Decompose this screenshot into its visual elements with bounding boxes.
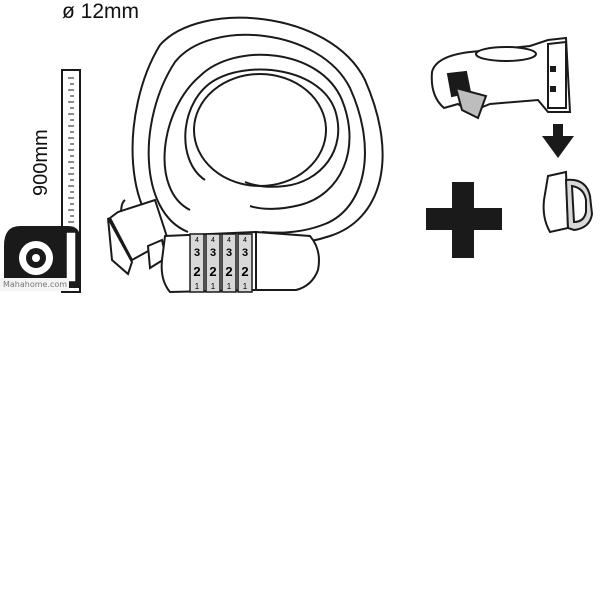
dial-3-main: 2	[225, 264, 232, 279]
dial-3-middle: 3	[226, 247, 232, 259]
dial-2-bottom: 1	[211, 282, 216, 291]
diameter-label: ø 12mm	[62, 0, 140, 23]
combination-dials: 4 3 2 1 4 3 2 1 4 3 2 1 4 3 2 1	[189, 233, 253, 293]
dial-2-middle: 3	[210, 247, 216, 259]
dial-1-main: 2	[193, 264, 200, 279]
dial-4-middle: 3	[242, 247, 248, 259]
dial-1-middle: 3	[194, 247, 200, 259]
dial-3: 4 3 2 1	[221, 233, 237, 293]
length-label: 900mm	[30, 129, 52, 196]
watermark: Mahahome.com	[0, 278, 69, 291]
dial-4-bottom: 1	[243, 282, 248, 291]
dial-1-top: 4	[195, 237, 199, 244]
down-arrow-icon	[542, 124, 574, 158]
dial-1-bottom: 1	[195, 282, 200, 291]
dial-2-top: 4	[211, 237, 215, 244]
dial-3-bottom: 1	[227, 282, 232, 291]
bracket-mount-icon	[430, 36, 572, 120]
dial-2: 4 3 2 1	[205, 233, 221, 293]
tape-measure-icon	[4, 69, 81, 293]
bracket-clip-icon	[542, 170, 594, 234]
dial-4-main: 2	[241, 264, 248, 279]
dial-4: 4 3 2 1	[237, 233, 253, 293]
dial-2-main: 2	[209, 264, 216, 279]
cable-lock-icon	[107, 16, 384, 294]
dial-3-top: 4	[227, 237, 231, 244]
dial-4-top: 4	[243, 237, 247, 244]
dial-1: 4 3 2 1	[189, 233, 205, 293]
plus-icon	[426, 182, 502, 258]
